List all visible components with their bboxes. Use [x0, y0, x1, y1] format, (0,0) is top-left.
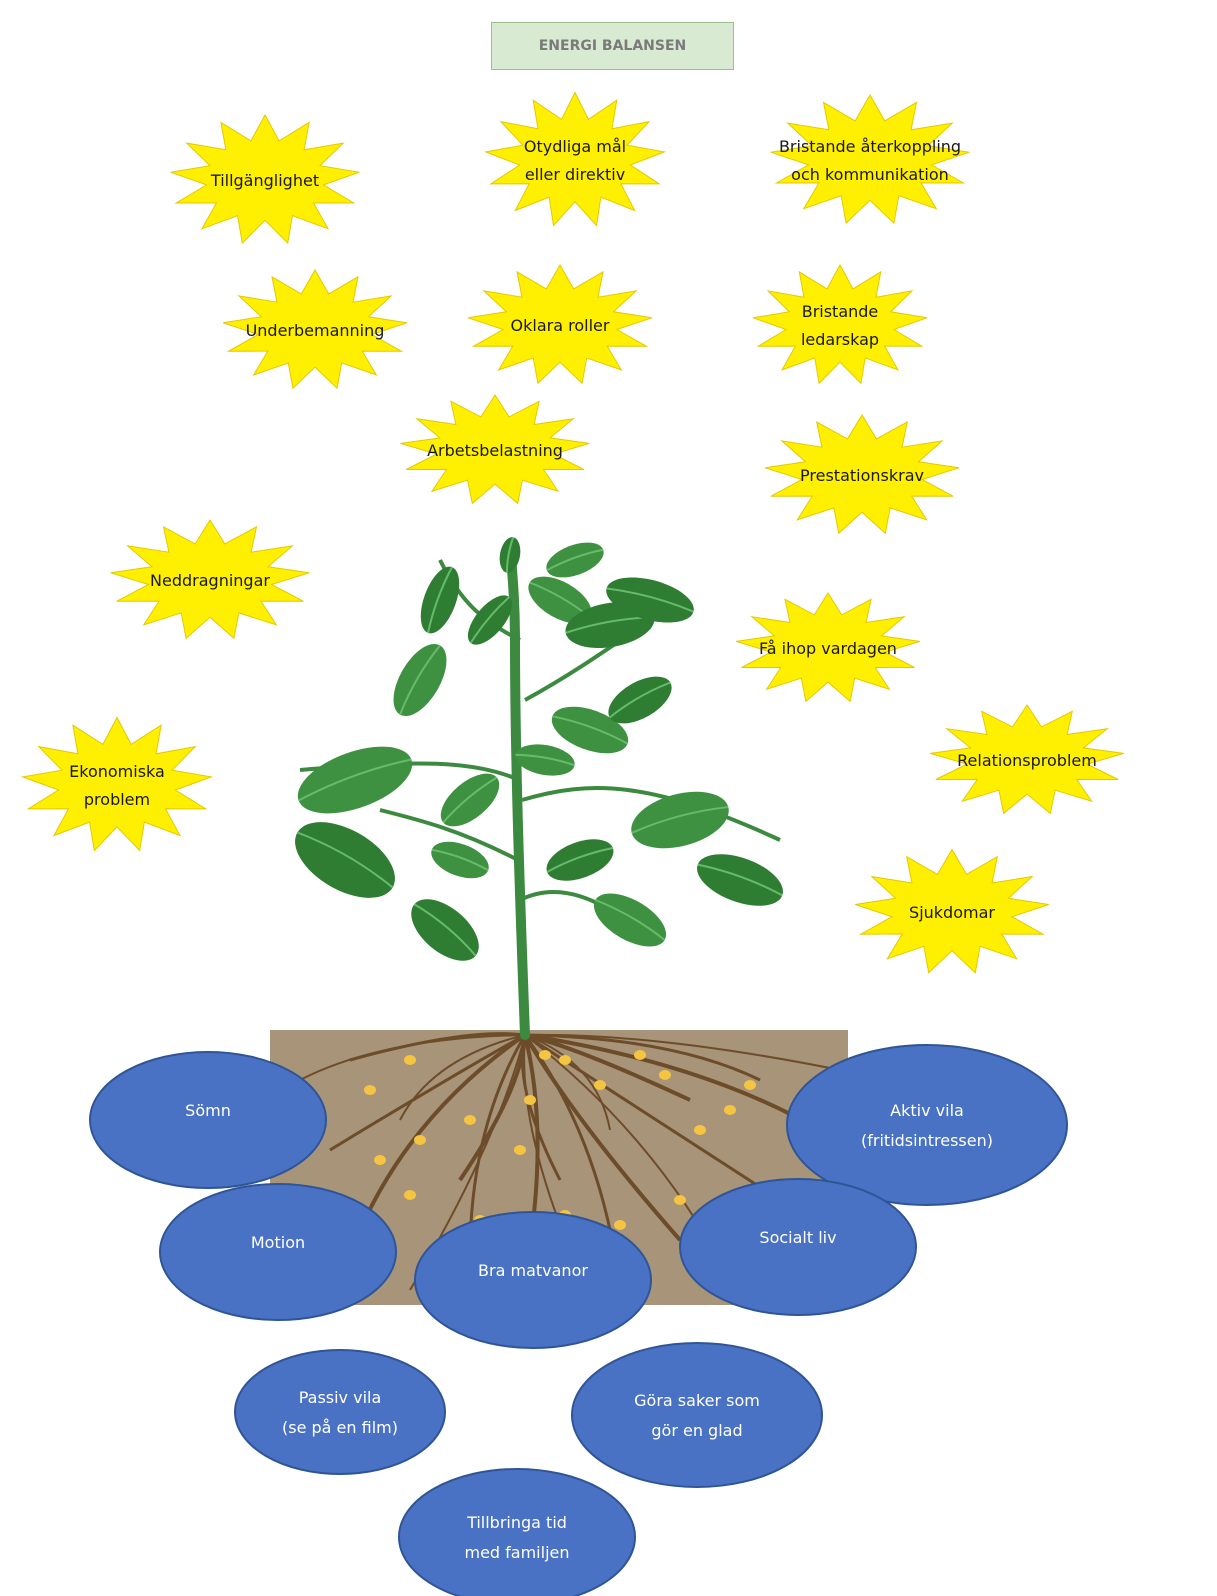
resource-oval: Göra saker som gör en glad: [572, 1343, 822, 1487]
plant-leaf: [541, 831, 619, 889]
plant-stem: [510, 545, 525, 1035]
stressor-label: Bristande återkoppling: [779, 137, 961, 156]
plant-leaf: [585, 883, 674, 958]
resource-oval: Socialt liv: [680, 1179, 916, 1315]
root-nodule: [414, 1135, 426, 1145]
star-shape: [753, 265, 927, 383]
stressor-star: Oklara roller: [468, 265, 652, 383]
stressor-label: Få ihop vardagen: [759, 639, 897, 658]
resource-label: Tillbringa tid: [466, 1513, 567, 1532]
plant-leaf: [413, 562, 467, 639]
star-shape: [23, 718, 212, 851]
stressor-star: Underbemanning: [223, 270, 407, 388]
root-nodule: [634, 1050, 646, 1060]
stressor-star: Tillgänglighet: [171, 115, 360, 243]
stressor-label: Relationsproblem: [957, 751, 1097, 770]
stressor-label: ledarskap: [801, 330, 879, 349]
stressor-label: och kommunikation: [791, 165, 949, 184]
stressor-label: Prestationskrav: [800, 466, 924, 485]
root-nodule: [374, 1155, 386, 1165]
stressor-star: Relationsproblem: [930, 705, 1124, 813]
stressor-label: eller direktiv: [525, 165, 625, 184]
root-nodule: [364, 1085, 376, 1095]
stressor-label: Bristande: [802, 302, 879, 321]
plant-leaf: [400, 887, 490, 972]
oval-shape: [399, 1469, 635, 1596]
stressor-label: Ekonomiska: [69, 762, 165, 781]
stressor-star: Sjukdomar: [855, 850, 1049, 973]
oval-shape: [415, 1212, 651, 1348]
plant-leaf: [690, 844, 790, 916]
root-nodule: [594, 1080, 606, 1090]
resource-label: Sömn: [185, 1101, 231, 1120]
resource-label: Aktiv vila: [890, 1101, 964, 1120]
resource-label: Göra saker som: [634, 1391, 760, 1410]
stressor-label: problem: [84, 790, 150, 809]
star-shape: [771, 95, 970, 223]
plant-leaf: [513, 740, 577, 780]
resource-oval: Bra matvanor: [415, 1212, 651, 1348]
plant-leaf: [432, 764, 509, 837]
stressor-star: Neddragningar: [111, 520, 310, 638]
resource-oval: Motion: [160, 1184, 396, 1320]
stressor-label: Tillgänglighet: [210, 171, 319, 190]
root-nodule: [659, 1070, 671, 1080]
stressor-star: Bristande återkoppling och kommunikation: [771, 95, 970, 223]
stressor-label: Neddragningar: [150, 571, 270, 590]
stressor-star: Bristande ledarskap: [753, 265, 927, 383]
stressor-stars: Tillgänglighet Otydliga mål eller direktiv…: [23, 93, 1124, 973]
resource-label: Bra matvanor: [478, 1261, 588, 1280]
oval-shape: [680, 1179, 916, 1315]
stressor-label: Sjukdomar: [909, 903, 995, 922]
star-shape: [486, 93, 665, 226]
plant-illustration: [282, 536, 789, 1035]
root-nodule: [404, 1055, 416, 1065]
root-nodule: [514, 1145, 526, 1155]
plant-leaf: [542, 536, 609, 585]
root-nodule: [524, 1095, 536, 1105]
stressor-label: Otydliga mål: [524, 137, 626, 156]
oval-shape: [90, 1052, 326, 1188]
root-nodule: [724, 1105, 736, 1115]
resource-label: Socialt liv: [759, 1228, 836, 1247]
resource-label: Passiv vila: [299, 1388, 382, 1407]
root-nodule: [559, 1055, 571, 1065]
plant-leaf: [497, 536, 523, 575]
stressor-star: Arbetsbelastning: [401, 395, 590, 503]
resource-label: (se på en film): [282, 1418, 398, 1437]
root-nodule: [674, 1195, 686, 1205]
stressor-label: Oklara roller: [511, 316, 610, 335]
resource-oval: Passiv vila (se på en film): [235, 1350, 445, 1474]
plant-leaf: [282, 807, 407, 914]
root-nodule: [539, 1050, 551, 1060]
root-nodule: [464, 1115, 476, 1125]
oval-shape: [160, 1184, 396, 1320]
stressor-label: Underbemanning: [246, 321, 385, 340]
resource-oval: Tillbringa tid med familjen: [399, 1469, 635, 1596]
resource-label: Motion: [251, 1233, 305, 1252]
root-nodule: [694, 1125, 706, 1135]
resource-label: med familjen: [464, 1543, 569, 1562]
root-nodule: [404, 1190, 416, 1200]
oval-shape: [572, 1343, 822, 1487]
resource-label: gör en glad: [651, 1421, 742, 1440]
plant-leaf: [289, 733, 421, 827]
stressor-star: Ekonomiska problem: [23, 718, 212, 851]
root-nodule: [744, 1080, 756, 1090]
plant-leaf: [383, 635, 458, 724]
stressor-star: Prestationskrav: [765, 415, 959, 533]
stressor-star: Otydliga mål eller direktiv: [486, 93, 665, 226]
resource-label: (fritidsintressen): [861, 1131, 993, 1150]
oval-shape: [235, 1350, 445, 1474]
resource-oval: Sömn: [90, 1052, 326, 1188]
stressor-star: Få ihop vardagen: [736, 593, 920, 701]
root-nodule: [614, 1220, 626, 1230]
stressor-label: Arbetsbelastning: [427, 441, 563, 460]
